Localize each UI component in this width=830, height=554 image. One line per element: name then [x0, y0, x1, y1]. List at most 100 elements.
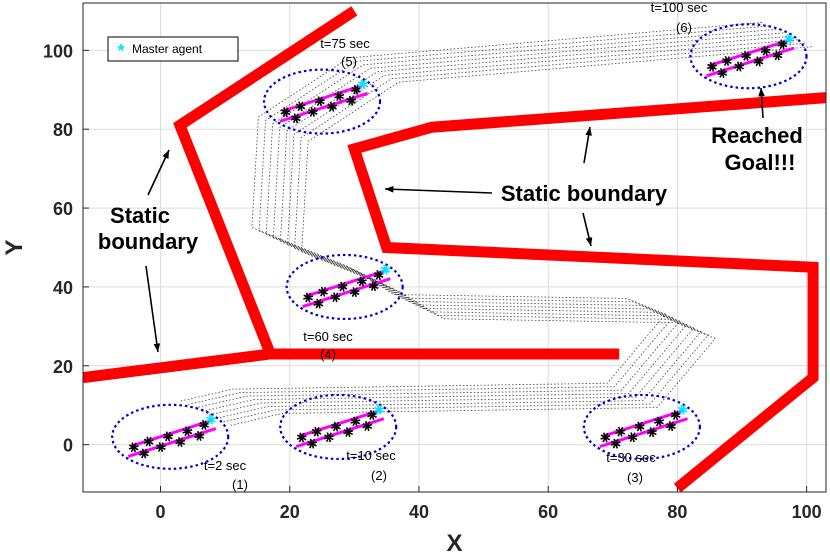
formation-body	[127, 414, 217, 459]
legend-label: Master agent	[132, 42, 203, 56]
y-tick-label: 40	[53, 278, 73, 298]
agent-marker	[307, 106, 318, 117]
agent-marker	[323, 432, 334, 443]
agent-marker	[734, 61, 745, 72]
index-label: (2)	[371, 468, 387, 483]
goal-label-line2: Goal!!!	[725, 150, 796, 175]
agent-marker	[313, 298, 324, 309]
master-agent-marker	[677, 404, 688, 415]
agent-marker	[334, 91, 345, 102]
formation-body	[279, 79, 369, 124]
master-agent-marker	[373, 404, 384, 415]
trajectory-line	[202, 32, 784, 412]
agent-marker	[349, 287, 360, 298]
annotations: t=2 sec(1)t=10 sec(2)t=30 sec(3)t=60 sec…	[98, 0, 803, 492]
goal-label-line1: Reached	[711, 123, 803, 148]
formation-ellipse	[111, 403, 230, 470]
formation-ellipse	[285, 253, 404, 321]
plot-frame	[82, 2, 827, 493]
static-boundary-label: Static boundary	[501, 181, 668, 206]
agent-marker	[330, 421, 342, 432]
agent-marker	[772, 50, 783, 61]
x-tick-label: 100	[792, 502, 822, 522]
formation-body	[706, 34, 795, 78]
agent-marker	[182, 426, 193, 437]
agent-marker	[721, 56, 732, 67]
agent-marker	[373, 270, 384, 281]
y-tick-label: 80	[53, 120, 73, 140]
agent-marker	[155, 442, 166, 453]
master-agent-marker	[357, 79, 368, 90]
formation-3	[582, 393, 701, 461]
agent-marker	[351, 84, 362, 95]
agent-marker	[717, 67, 728, 78]
time-label: t=30 sec	[606, 450, 656, 465]
trajectory-line	[230, 46, 813, 426]
master-agent-marker	[784, 34, 795, 45]
boundary-arrow-down	[582, 212, 593, 247]
index-label: (6)	[676, 20, 692, 35]
x-tick-label: 0	[156, 502, 166, 522]
agent-marker	[303, 292, 314, 303]
agent-marker	[760, 45, 771, 56]
agent-marker	[128, 442, 139, 453]
master-agent-marker	[380, 264, 391, 275]
formation-2	[279, 393, 398, 461]
static-boundary	[173, 6, 358, 356]
y-tick-label: 100	[43, 41, 73, 61]
formations	[111, 23, 808, 470]
agent-marker	[314, 96, 325, 107]
agent-marker	[330, 292, 341, 303]
left-arrow-up	[147, 149, 170, 196]
trajectory-line	[180, 22, 763, 402]
formation-body	[295, 404, 385, 449]
formation-ellipse	[582, 393, 701, 461]
formation-6	[689, 23, 808, 90]
agent-marker	[362, 421, 373, 432]
x-tick-label: 40	[409, 502, 429, 522]
agent-marker	[627, 432, 638, 443]
x-axis-label: X	[446, 530, 462, 554]
time-label: t=75 sec	[320, 36, 370, 51]
static-boundary	[347, 92, 827, 493]
agent-marker	[295, 101, 306, 112]
legend: * Master agent	[107, 36, 239, 62]
static-left-label-line1: Static	[110, 203, 170, 228]
formation-ellipse	[262, 68, 382, 135]
y-axis-label: Y	[1, 239, 28, 255]
boundary-arrow-up	[583, 126, 592, 164]
index-label: (4)	[320, 347, 336, 362]
agent-marker	[753, 56, 764, 67]
formation-5	[262, 68, 382, 135]
time-label: t=2 sec	[204, 458, 247, 473]
formation-1	[111, 403, 230, 470]
agent-marker	[139, 448, 150, 459]
index-label: (5)	[341, 54, 357, 69]
agent-marker	[615, 426, 626, 437]
agent-marker	[194, 430, 205, 441]
agent-marker	[327, 101, 338, 112]
agent-marker	[670, 410, 681, 421]
agent-marker	[311, 426, 322, 437]
agent-marker	[654, 416, 665, 427]
trajectory-line	[216, 39, 798, 419]
agent-marker	[634, 421, 645, 432]
agent-marker	[318, 286, 329, 297]
agent-marker	[175, 436, 186, 447]
formation-body	[302, 264, 391, 309]
y-tick-label: 60	[53, 199, 73, 219]
index-label: (3)	[627, 470, 643, 485]
legend-marker-asterisk-icon: *	[117, 41, 124, 61]
agent-marker	[367, 410, 378, 421]
goal-arrow	[758, 87, 765, 119]
static-left-label-line2: boundary	[98, 229, 199, 254]
agent-marker	[646, 427, 657, 438]
static-boundaries	[82, 6, 827, 493]
agent-marker	[777, 39, 788, 50]
agent-marker	[290, 113, 301, 124]
x-tick-label: 60	[538, 502, 558, 522]
agent-marker	[368, 281, 379, 292]
trajectory-line	[187, 25, 770, 405]
